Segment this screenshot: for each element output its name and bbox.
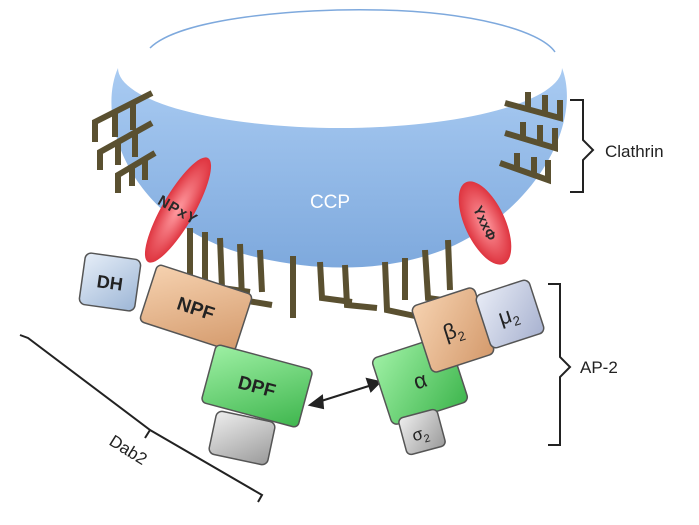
clathrin-left xyxy=(92,90,157,193)
sigma2-subunit: σ2 xyxy=(398,408,446,456)
clathrin-bracket xyxy=(570,99,595,193)
ccp-rim-edge xyxy=(149,9,556,53)
ccp-rim xyxy=(118,8,562,128)
ccp-label: CCP xyxy=(310,192,350,213)
ap2-label: AP-2 xyxy=(580,358,618,377)
clathrin-right xyxy=(498,92,563,185)
mu2-subunit: μ2 xyxy=(475,279,545,349)
interaction-arrow xyxy=(307,377,382,410)
yxx-motif: YxxΦ xyxy=(458,181,512,265)
dab2-label: Dab2 xyxy=(106,431,151,469)
npxy-motif: NPxY xyxy=(144,157,212,263)
clathrin-label: Clathrin xyxy=(605,142,664,161)
ap2-bracket xyxy=(548,283,572,446)
dpf-domain: DPF xyxy=(201,344,313,428)
dab2-bracket xyxy=(19,334,264,503)
beta2-subunit: β2 xyxy=(411,287,495,373)
dab2-grey-domain xyxy=(208,410,276,466)
dh-domain: DH xyxy=(78,252,142,312)
npf-domain: NPF xyxy=(139,264,253,352)
svg-text:DH: DH xyxy=(96,271,125,294)
